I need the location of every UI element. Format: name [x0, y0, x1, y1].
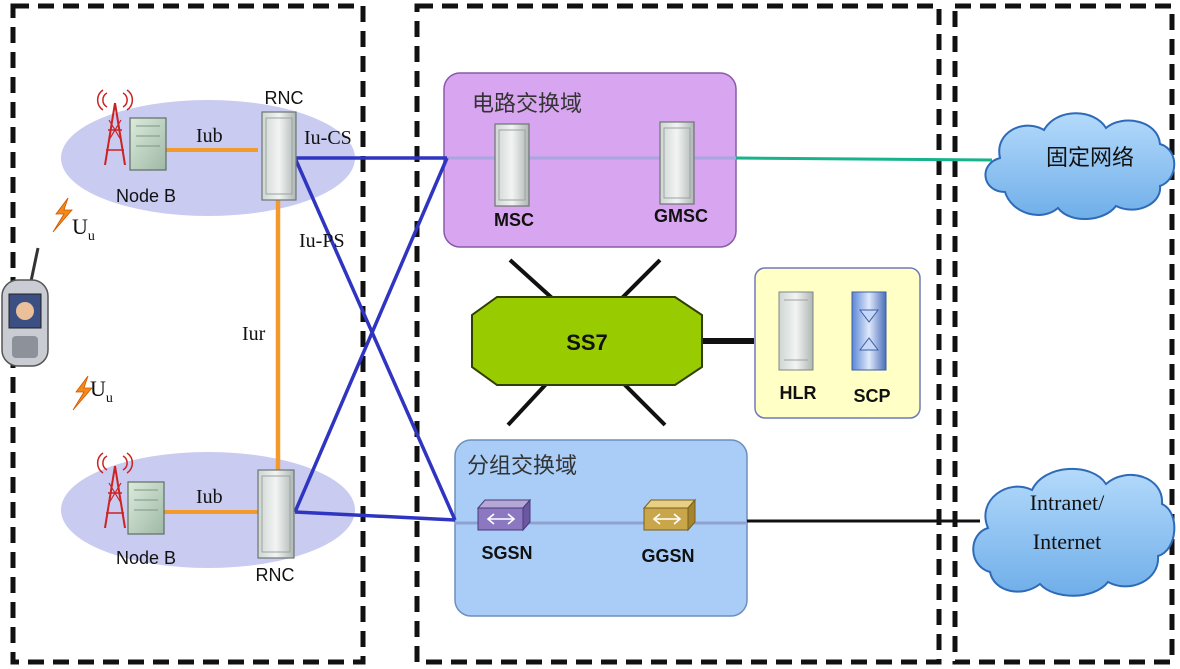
rnc-cabinet-icon [261, 111, 297, 201]
mobile-phone-icon [1, 247, 49, 367]
node-b-label-top: Node B [116, 186, 176, 206]
lightning-icon [72, 375, 93, 411]
iu-ps-label: Iu-PS [299, 230, 345, 252]
external-network-boundary [952, 3, 1175, 665]
ps-domain-title: 分组交换域 [467, 454, 577, 479]
sgsn-label: SGSN [481, 543, 532, 563]
lightning-icon [52, 197, 73, 233]
rnc-label-bottom: RNC [256, 565, 295, 585]
rnc-cabinet-icon [257, 469, 295, 559]
ss7-link-sgsn [506, 380, 550, 427]
node-b-label-bottom: Node B [116, 548, 176, 568]
hlr-label: HLR [780, 383, 817, 403]
ss7-link-msc [508, 258, 554, 300]
scp-label: SCP [853, 386, 890, 406]
core-network-boundary [414, 3, 942, 665]
ps-domain-box [454, 439, 748, 617]
iub-label-bottom: Iub [196, 486, 223, 508]
ggsn-label: GGSN [641, 546, 694, 566]
router-icon [476, 498, 532, 532]
iu-ps-link-top [293, 157, 457, 521]
gmsc-label: GMSC [654, 206, 708, 226]
intranet-label: Intranet/ [1030, 490, 1105, 515]
scp-server-icon [851, 291, 887, 371]
uu-label-bottom: Uu [90, 376, 113, 406]
internet-label: Internet [1033, 529, 1101, 554]
ss7-label: SS7 [566, 330, 608, 355]
ss7-link-gmsc [620, 258, 662, 300]
ss7-network [471, 296, 703, 386]
cloud-icon [972, 467, 1176, 597]
fixed-network-label: 固定网络 [1046, 146, 1134, 171]
ss7-link-ggsn [620, 380, 667, 427]
router-icon [642, 498, 697, 532]
base-station-icon [127, 481, 165, 535]
iu-interface-lines [293, 156, 457, 522]
uu-label-top: Uu [72, 214, 95, 244]
iub-label-top: Iub [196, 125, 223, 147]
rnc-label-top: RNC [265, 88, 304, 108]
antenna-icon [96, 89, 134, 166]
switch-cabinet-icon [494, 123, 530, 207]
switch-cabinet-icon [659, 121, 695, 205]
iu-ps-link-bottom [294, 510, 456, 522]
cloud-icon [984, 112, 1176, 221]
iu-cs-label: Iu-CS [304, 127, 352, 149]
antenna-icon [96, 452, 134, 529]
iur-label: Iur [242, 323, 266, 345]
iu-cs-link-bottom [293, 157, 449, 513]
pstn-link [735, 156, 993, 162]
hlr-server-icon [778, 291, 814, 371]
base-station-icon [129, 117, 167, 171]
cs-domain-title: 电路交换域 [472, 92, 582, 117]
msc-label: MSC [494, 210, 534, 230]
